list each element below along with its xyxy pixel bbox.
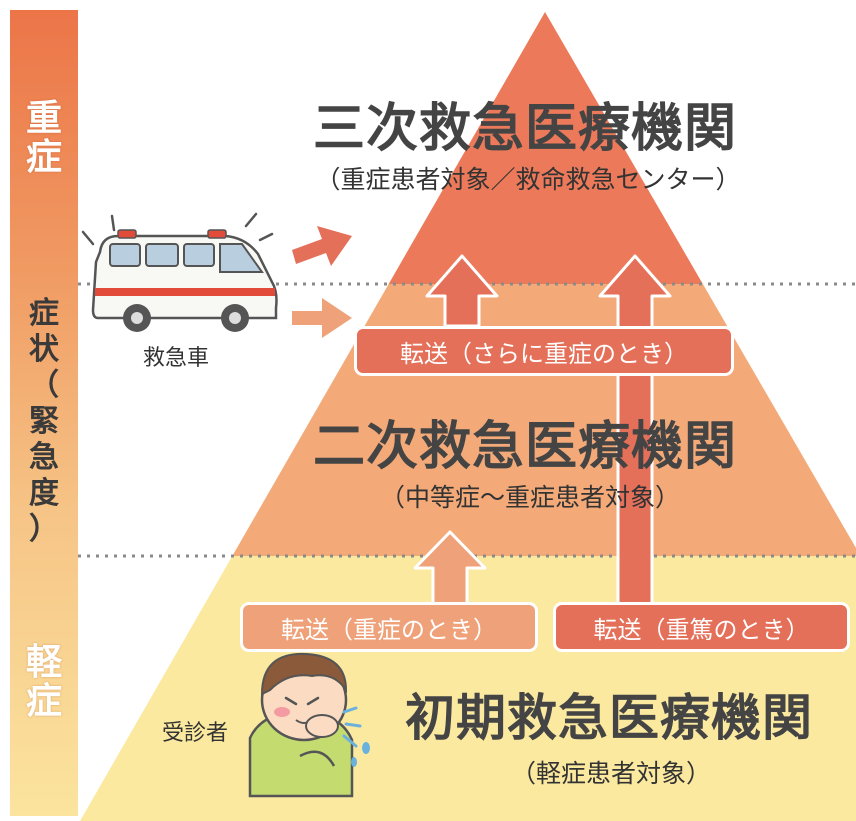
primary-tier-subtitle: （軽症患者対象） <box>510 759 711 788</box>
secondary-tier-subtitle: （中等症～重症患者対象） <box>379 483 680 512</box>
ambulance-arrow-lower <box>292 298 352 338</box>
severity-scale-bar <box>10 10 78 816</box>
transfer-label-more-severe: 転送（さらに重症のとき） <box>354 326 734 376</box>
transfer-label-severe: 転送（重症のとき） <box>240 602 538 652</box>
primary-tier-title: 初期救急医療機関 <box>405 689 813 747</box>
transfer-label-critical: 転送（重篤のとき） <box>553 602 850 652</box>
arrow-up-upper-left <box>425 254 499 328</box>
mild-scale-label: 軽 症 <box>25 642 62 722</box>
ambulance-caption: 救急車 <box>143 346 210 371</box>
tertiary-tier-subtitle: （重症患者対象／救命救急センター） <box>315 165 741 194</box>
arrow-up-long <box>598 254 672 612</box>
tertiary-tier-title: 三次救急医療機関 <box>312 99 737 159</box>
symptom-urgency-scale-label: 症 状 （ 緊 急 度 ） <box>29 296 59 547</box>
patient-illustration <box>248 652 370 798</box>
ambulance-arrow-upper <box>292 226 352 266</box>
severe-scale-label: 重 症 <box>25 98 62 178</box>
secondary-tier-title: 二次救急医療機関 <box>312 417 737 477</box>
patient-caption: 受診者 <box>162 721 229 746</box>
ambulance-illustration <box>81 212 278 332</box>
